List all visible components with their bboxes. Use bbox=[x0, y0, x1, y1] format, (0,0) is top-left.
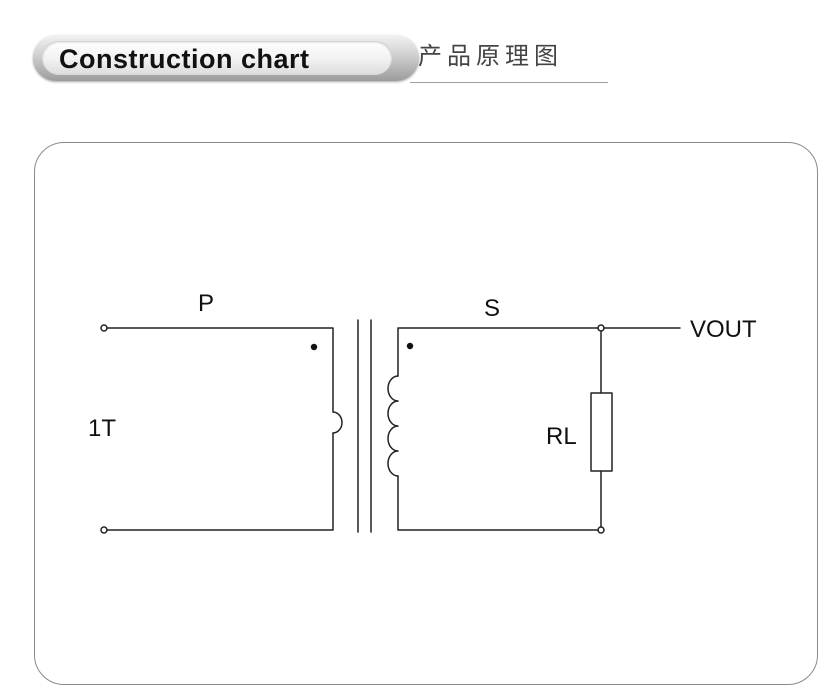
primary-winding bbox=[332, 411, 343, 434]
output-node bbox=[597, 324, 605, 332]
primary-top-wire bbox=[106, 327, 334, 413]
section-header: Construction chart 产品原理图 bbox=[30, 32, 610, 84]
output-label: VOUT bbox=[690, 316, 757, 343]
secondary-top-wire bbox=[397, 327, 599, 377]
title-pill: Construction chart bbox=[33, 35, 419, 81]
section-subtitle: 产品原理图 bbox=[418, 42, 563, 70]
primary-bottom-wire bbox=[106, 432, 334, 531]
load-label: RL bbox=[546, 423, 577, 450]
primary-top-terminal bbox=[100, 324, 108, 332]
ground-node bbox=[597, 526, 605, 534]
secondary-bottom-wire bbox=[397, 475, 599, 531]
secondary-label: S bbox=[484, 295, 500, 322]
primary-label: P bbox=[198, 290, 214, 317]
load-resistor bbox=[590, 392, 613, 472]
secondary-winding bbox=[387, 375, 399, 477]
diagram-panel bbox=[34, 142, 818, 685]
primary-polarity-dot bbox=[310, 343, 318, 351]
secondary-polarity-dot bbox=[406, 342, 414, 350]
turns-label: 1T bbox=[88, 415, 116, 442]
title-pill-inner bbox=[42, 41, 392, 75]
header-underline bbox=[410, 82, 608, 83]
section-title: Construction chart bbox=[59, 44, 310, 74]
primary-bottom-terminal bbox=[100, 526, 108, 534]
